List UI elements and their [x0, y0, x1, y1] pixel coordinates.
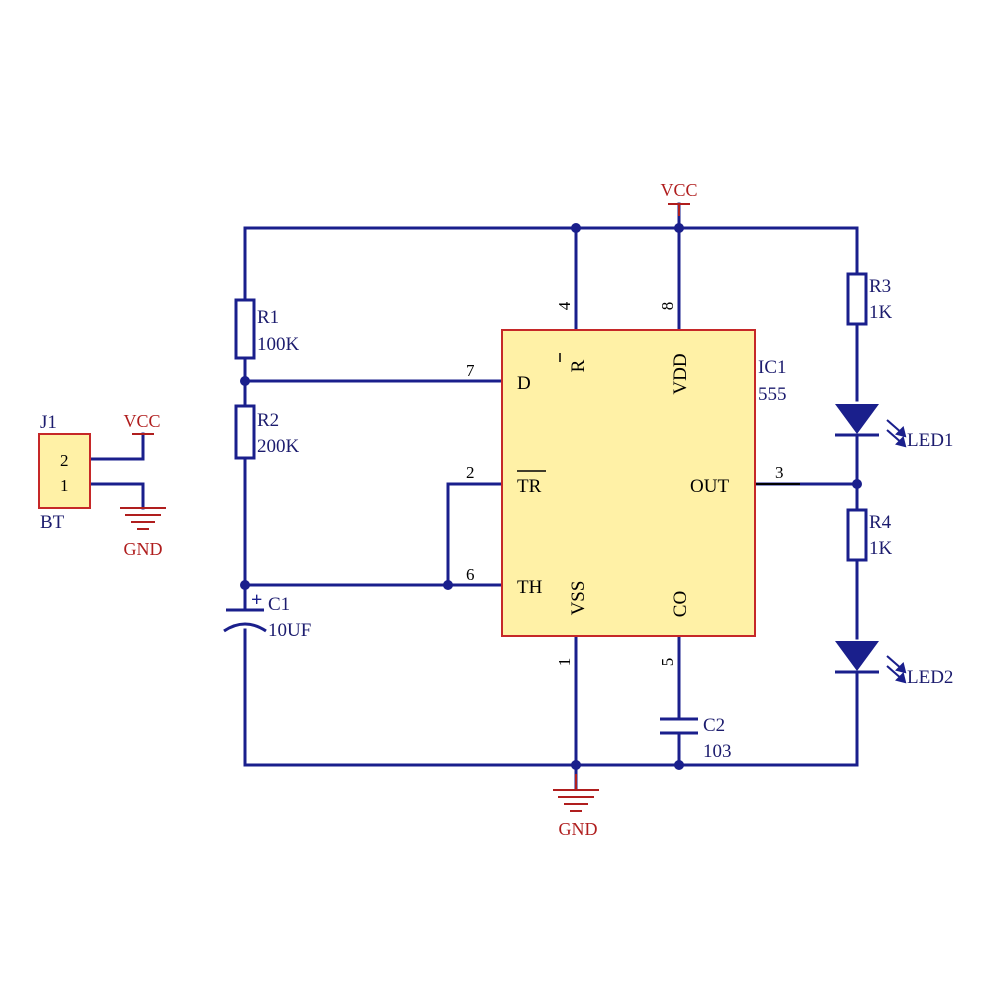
resistor-body [234, 404, 256, 460]
r2-ref: R2 [257, 410, 279, 431]
junction-dot [240, 580, 250, 590]
c1-value: 10UF [268, 620, 311, 641]
r4-ref: R4 [869, 512, 892, 533]
resistor-r3: R3 1K [846, 272, 893, 326]
c1-plus-sign: + [251, 589, 262, 611]
pin-number-1: 1 [555, 658, 574, 667]
pin-label-vdd: VDD [670, 353, 691, 394]
pin-number-8: 8 [658, 302, 677, 311]
pin-label-th: TH [517, 577, 543, 598]
junctions [240, 223, 862, 770]
led2-body [835, 641, 879, 671]
j1-pin-2: 2 [60, 451, 69, 470]
gnd-symbol-bottom [553, 774, 599, 812]
pin-label-out: OUT [690, 476, 729, 497]
pin-label-d: D [517, 373, 531, 394]
j1-ref: J1 [40, 412, 57, 433]
resistor-r4: R4 1K [846, 508, 893, 562]
c1-plate-bottom [223, 622, 267, 633]
j1-gnd-symbol [120, 507, 166, 530]
pin-number-7: 7 [466, 361, 475, 380]
pin-label-tr: TR [517, 476, 542, 497]
vcc-label-top: VCC [660, 180, 697, 200]
led1-label: LED1 [907, 430, 953, 451]
pin-number-3: 3 [775, 463, 784, 482]
r3-value: 1K [869, 302, 893, 323]
c1-ref: C1 [268, 594, 290, 615]
ic-body [501, 329, 756, 637]
pin-number-5: 5 [658, 658, 677, 667]
led1-light-arrows [886, 419, 907, 448]
pin-number-2: 2 [466, 463, 475, 482]
arrow-head [895, 672, 907, 684]
led2-label: LED2 [907, 667, 953, 688]
j1-vcc-label: VCC [123, 411, 160, 431]
junction-dot [443, 580, 453, 590]
c2-ref: C2 [703, 715, 725, 736]
ic-555: D TR TH OUT R VDD VSS CO 4 8 7 2 6 3 1 5… [466, 301, 787, 666]
j1-gnd-label: GND [124, 539, 163, 559]
vcc-symbol-top: VCC [660, 180, 698, 216]
junction-dot [674, 223, 684, 233]
pin-label-r: R [568, 359, 589, 372]
connector-j1: J1 2 1 BT VCC GND [38, 411, 166, 559]
resistor-body [846, 508, 868, 562]
led-1: LED1 [835, 404, 953, 451]
pin-label-co: CO [670, 591, 691, 617]
j1-value: BT [40, 512, 65, 533]
j1-pin-1: 1 [60, 476, 69, 495]
r1-ref: R1 [257, 307, 279, 328]
r3-ref: R3 [869, 276, 891, 297]
led-2: LED2 [835, 641, 953, 688]
junction-dot [571, 760, 581, 770]
junction-dot [240, 376, 250, 386]
r1-value: 100K [257, 334, 300, 355]
junction-dot [571, 223, 581, 233]
resistor-body [846, 272, 868, 326]
ic-ref: IC1 [758, 357, 787, 378]
c2-value: 103 [703, 741, 732, 762]
junction-dot [674, 760, 684, 770]
resistor-r1: R1 100K [234, 298, 300, 360]
junction-dot [852, 479, 862, 489]
pin-number-4: 4 [555, 301, 574, 310]
arrow-head [895, 436, 907, 448]
r2-value: 200K [257, 436, 300, 457]
capacitor-c1: + C1 10UF [223, 589, 311, 641]
r4-value: 1K [869, 538, 893, 559]
pin-label-vss: VSS [568, 581, 589, 616]
arrow-head [895, 426, 907, 438]
led2-light-arrows [886, 655, 907, 684]
gnd-label-bottom: GND [559, 819, 598, 839]
capacitor-c2: C2 103 [660, 715, 732, 762]
pin-number-6: 6 [466, 565, 475, 584]
connector-body [38, 433, 91, 509]
resistor-r2: R2 200K [234, 404, 300, 460]
ic-value: 555 [758, 384, 787, 405]
arrow-head [895, 662, 907, 674]
led1-body [835, 404, 879, 434]
resistor-body [234, 298, 256, 360]
